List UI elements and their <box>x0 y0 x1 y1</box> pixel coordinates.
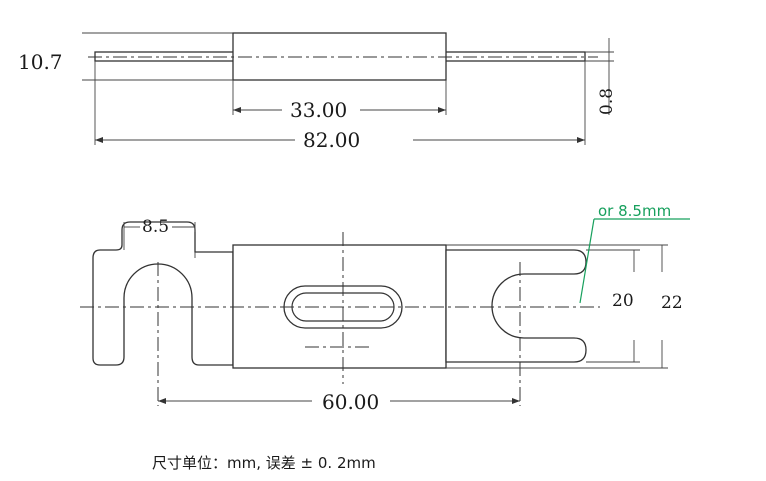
thickness-label: 10.7 <box>18 50 63 74</box>
body-length-arrow-left <box>233 107 241 113</box>
plate-thickness-label: 0.8 <box>597 88 617 115</box>
total-length-label: 82.00 <box>303 128 360 152</box>
body-length-label: 33.00 <box>290 98 347 122</box>
slot-width-label: 8.5 <box>142 217 169 237</box>
hole-pitch-arrow-left <box>158 398 166 404</box>
total-length-arrow-right <box>577 137 585 143</box>
total-length-arrow-left <box>95 137 103 143</box>
hole-pitch-arrow-right <box>512 398 520 404</box>
inner-width-label: 20 <box>612 291 634 311</box>
right-terminal-outline <box>445 249 587 363</box>
hole-pitch-label: 60.00 <box>322 390 379 414</box>
radius-callout-label: or 8.5mm <box>598 202 671 220</box>
outer-width-label: 22 <box>661 293 683 313</box>
radius-callout-leader <box>579 218 595 304</box>
body-length-arrow-right <box>438 107 446 113</box>
units-footnote: 尺寸单位：mm, 误差 ± 0. 2mm <box>152 454 376 472</box>
side-view: 10.7 33.00 82.00 0.8 <box>18 32 617 152</box>
top-view: 8.5 60.00 20 22 or 8.5mm <box>80 202 690 414</box>
left-terminal-outline <box>92 221 234 366</box>
